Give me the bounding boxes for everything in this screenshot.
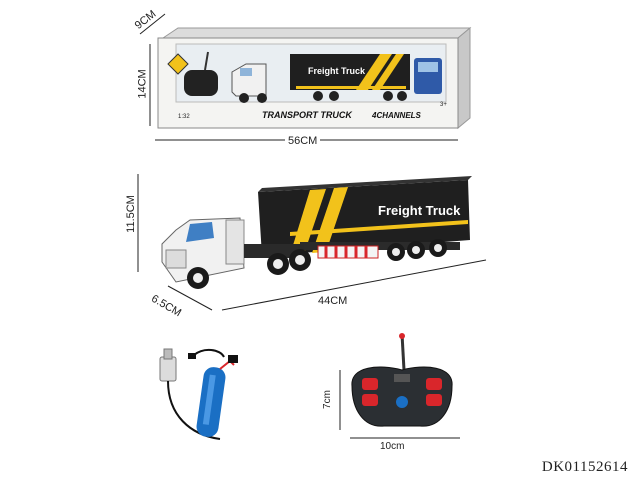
truck-section: Freight Truck 11.5CM 44CM 6.5CM bbox=[0, 160, 640, 320]
package-brand-title: TRANSPORT TRUCK bbox=[262, 110, 353, 120]
package-height-label: 14CM bbox=[136, 69, 149, 99]
package-age-text: 3+ bbox=[440, 102, 447, 108]
sku-code: DK01152614 bbox=[541, 459, 628, 475]
remote-height-label: 7cm bbox=[321, 390, 333, 409]
truck-length-label: 44CM bbox=[318, 295, 348, 307]
truck-illustration: Freight Truck bbox=[137, 174, 487, 311]
package-box: Freight Truck 1:32 TRANSPORT TRUCK 4CHAN… bbox=[139, 13, 472, 141]
truck-height-label: 11.5CM bbox=[124, 195, 137, 233]
package-trailer-text: Freight Truck bbox=[308, 66, 366, 76]
package-box-section: Freight Truck 1:32 TRANSPORT TRUCK 4CHAN… bbox=[0, 0, 640, 150]
package-width-label: 56CM bbox=[285, 135, 321, 147]
battery-charger-illustration bbox=[159, 348, 238, 440]
package-channels-label: 4CHANNELS bbox=[371, 111, 422, 120]
remote-width-label: 10cm bbox=[380, 441, 405, 452]
remote-illustration bbox=[339, 333, 460, 439]
package-scale-text: 1:32 bbox=[178, 114, 190, 120]
remote-section: 7cm 10cm bbox=[320, 330, 480, 460]
battery-section bbox=[150, 335, 260, 455]
trailer-text: Freight Truck bbox=[378, 203, 461, 218]
